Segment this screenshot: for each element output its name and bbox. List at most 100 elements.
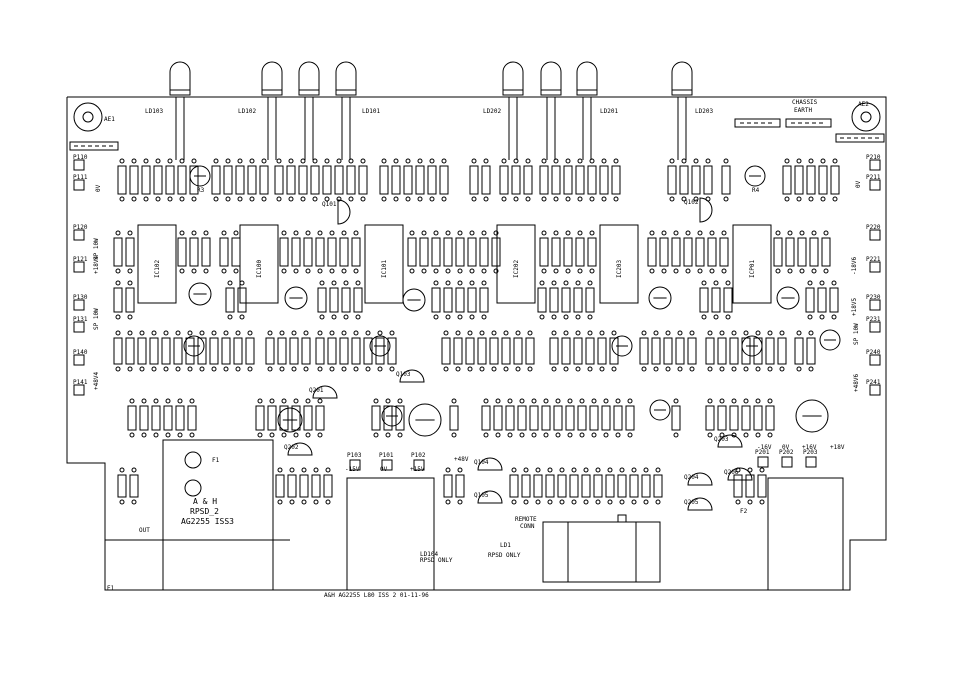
resistor (671, 398, 681, 438)
resistor (439, 158, 449, 202)
connector-pad-left: P141 (73, 379, 88, 396)
side-label-right: 0V (855, 180, 862, 188)
capacitor (188, 282, 212, 306)
connector-label: P131 (73, 316, 88, 323)
resistor (353, 280, 363, 320)
led-label: LD203 (695, 108, 713, 115)
resistor (277, 330, 287, 372)
resistor (431, 280, 441, 320)
resistor-group (113, 158, 840, 505)
mount-hole-left (73, 102, 103, 132)
ic-label: IC101 (381, 260, 388, 278)
resistor (561, 280, 571, 320)
resistor (301, 330, 311, 372)
transistor-label: Q204 (684, 474, 699, 481)
resistor (327, 230, 337, 274)
resistor (219, 230, 229, 274)
resistor (741, 398, 751, 438)
connector-label: P141 (73, 379, 88, 386)
resistor (501, 330, 511, 372)
resistor (757, 467, 767, 505)
resistor (315, 330, 325, 372)
resistor (311, 467, 321, 505)
capacitor (189, 165, 211, 187)
power-label: +18V (830, 444, 845, 451)
resistor (298, 158, 308, 202)
ae2-label: AE2 (858, 101, 869, 108)
connector-pad-left: P121 (73, 256, 88, 273)
resistor (279, 230, 289, 274)
resistor (247, 158, 257, 202)
resistor (351, 230, 361, 274)
resistor (327, 330, 337, 372)
resistor (705, 330, 715, 372)
resistor (599, 158, 609, 202)
logo-line2: RPSD_2 (190, 507, 219, 516)
resistor (455, 467, 465, 505)
connector-label: P120 (73, 224, 88, 231)
resistor (113, 230, 123, 274)
resistor (551, 230, 561, 274)
resistor (711, 280, 721, 320)
resistor (127, 398, 137, 438)
connector-pad-right: P211 (866, 174, 881, 191)
resistor (153, 158, 163, 202)
capacitor (744, 165, 766, 187)
resistor (563, 230, 573, 274)
resistor (545, 467, 555, 505)
resistor (777, 330, 787, 372)
resistor (371, 398, 381, 438)
resistor (267, 398, 277, 438)
ld104-label: LD104 (420, 551, 438, 558)
resistor (707, 230, 717, 274)
transistor: Q102 (684, 197, 713, 223)
connector-label: P211 (866, 174, 881, 181)
capacitor (795, 399, 829, 433)
r3-label: R3 (197, 187, 205, 194)
board-outline (66, 96, 887, 591)
resistor (375, 330, 385, 372)
resistor (363, 330, 373, 372)
capacitor (284, 286, 308, 310)
connector-pad-bottom: P102 (411, 452, 426, 471)
capacitor (649, 399, 671, 421)
connector-pad-right: P241 (866, 379, 881, 396)
led (502, 61, 524, 160)
resistor (794, 158, 804, 202)
capacitor (776, 286, 800, 310)
connector-label: P203 (803, 449, 818, 456)
resistor (477, 330, 487, 372)
resistor (489, 330, 499, 372)
resistor (589, 398, 599, 438)
remote-connector-tab (617, 514, 627, 523)
resistor (113, 280, 123, 320)
resistor (679, 158, 689, 202)
resistor (593, 467, 603, 505)
transistor: Q204 (684, 472, 713, 486)
led (576, 61, 598, 160)
resistor (729, 330, 739, 372)
resistor (729, 398, 739, 438)
resistor (245, 330, 255, 372)
resistor (323, 467, 333, 505)
resistor (151, 398, 161, 438)
resistor (513, 330, 523, 372)
resistor (481, 398, 491, 438)
connector-pad-right: P240 (866, 349, 881, 366)
resistor (274, 158, 284, 202)
capacitor (369, 335, 391, 357)
resistor (745, 467, 755, 505)
resistor (549, 280, 559, 320)
resistor (821, 230, 831, 274)
resistor (449, 398, 459, 438)
fuse-f2-label: F2 (740, 508, 748, 515)
connector-label: P121 (73, 256, 88, 263)
resistor (189, 158, 199, 202)
resistor (351, 330, 361, 372)
resistor (231, 230, 241, 274)
transistor: Q206 (724, 467, 753, 481)
resistor (453, 330, 463, 372)
resistor (129, 467, 139, 505)
